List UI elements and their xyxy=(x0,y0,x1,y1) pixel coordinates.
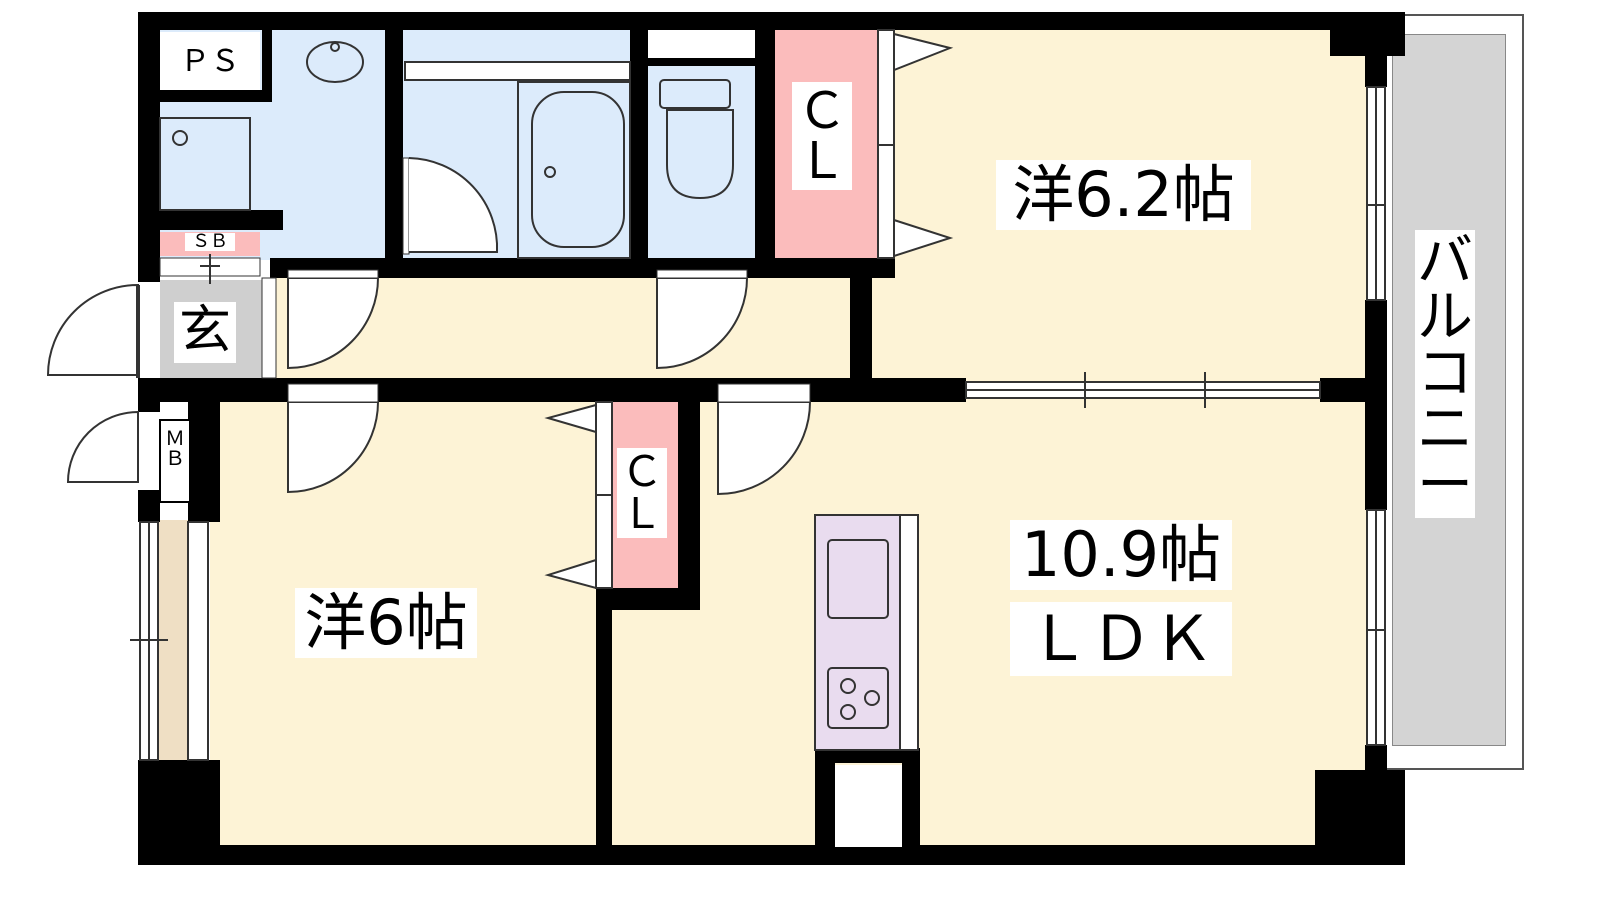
ldk-type-label: ＬＤＫ xyxy=(1010,602,1232,676)
wall-fridge-top xyxy=(815,748,920,763)
western-room-2-label: 洋6帖 xyxy=(295,588,477,658)
wall-right-top xyxy=(1365,12,1387,87)
meter-box-box xyxy=(159,419,191,503)
kitchen-sink-icon xyxy=(827,539,889,619)
meter-box-label: Ｍ Ｂ xyxy=(163,428,187,468)
toilet-tank-icon xyxy=(659,79,731,109)
front-door-swing xyxy=(46,283,139,376)
sink-basin-icon xyxy=(306,41,364,83)
closet-2-label: Ｃ Ｌ xyxy=(617,448,667,538)
wall-closet2-bottom xyxy=(596,588,700,610)
column-bottom-right xyxy=(1315,770,1405,865)
wall-left-upper xyxy=(138,12,160,282)
balcony-label: バ ル コ ニ ー xyxy=(1415,230,1475,518)
bath-door-swing xyxy=(408,157,499,253)
closet-2-label-line1: Ｃ xyxy=(620,447,663,496)
shoe-box-label: ＳＢ xyxy=(185,233,235,251)
closet1-door-lower xyxy=(893,218,954,258)
balcony-char-2: ル xyxy=(1417,285,1473,350)
balcony-char-5: ー xyxy=(1417,453,1473,518)
wall-closet2-right xyxy=(678,395,700,610)
window-recess xyxy=(158,520,188,765)
wall-wash-bath xyxy=(385,30,403,270)
entrance-label: 玄 xyxy=(174,302,236,363)
wall-left-lower xyxy=(138,490,160,522)
closet-1-label: Ｃ Ｌ xyxy=(792,82,852,190)
closet2-door-upper xyxy=(544,403,597,434)
meter-box-label-line1: Ｍ xyxy=(165,426,185,450)
wall-central-right xyxy=(1320,378,1387,402)
wall-washroom-bottom xyxy=(138,210,283,230)
stove-icon xyxy=(827,667,889,729)
western-room-1-label: 洋6.2帖 xyxy=(996,160,1251,230)
closet1-door-upper xyxy=(893,32,954,72)
meter-box-door-swing xyxy=(66,410,139,483)
closet-2-label-line2: Ｌ xyxy=(620,489,663,538)
bathtub-frame xyxy=(517,81,631,259)
wall-fridge-right xyxy=(902,748,920,858)
closet-1-label-line2: Ｌ xyxy=(797,132,847,190)
wall-bath-toilet xyxy=(630,30,648,270)
toilet-bowl-icon xyxy=(666,109,734,200)
closet2-door-lower xyxy=(544,558,597,590)
wall-right-bottom xyxy=(1365,745,1387,865)
column-bottom-left xyxy=(138,760,220,865)
balcony-char-1: バ xyxy=(1417,229,1473,294)
closet-1-label-line1: Ｃ xyxy=(797,82,847,140)
balcony-char-4: ニ xyxy=(1417,397,1473,462)
ldk-door-swing xyxy=(717,401,812,496)
wall-ps-right xyxy=(262,30,272,102)
wall-mb xyxy=(188,402,220,522)
bath-shelf xyxy=(404,61,631,81)
wall-right-mid xyxy=(1365,300,1387,510)
ldk-size-label: 10.9帖 xyxy=(1010,520,1232,590)
wall-toilet-top xyxy=(640,58,760,66)
wall-toilet-closet xyxy=(755,30,775,270)
wall-hallway-end xyxy=(850,268,872,388)
wall-fridge-left xyxy=(815,748,835,858)
fridge-space xyxy=(835,765,902,847)
wall-ps-bottom xyxy=(138,90,263,102)
pipe-space-label: ＰＳ xyxy=(180,44,240,79)
kitchen-counter xyxy=(814,514,901,751)
pipe-space-box xyxy=(160,32,260,90)
wall-central-left xyxy=(138,378,966,402)
balcony-char-3: コ xyxy=(1417,341,1473,406)
wall-bottom xyxy=(138,845,1388,865)
wall-top xyxy=(138,12,1388,30)
toilet-door-swing xyxy=(656,277,749,370)
washroom-door-swing xyxy=(287,277,380,370)
toilet-vent xyxy=(650,34,752,58)
bathtub-icon xyxy=(531,91,625,248)
washing-machine-pan xyxy=(159,117,251,211)
bedroom2-door-swing xyxy=(287,401,380,494)
meter-box-label-line2: Ｂ xyxy=(165,446,185,470)
drain-icon xyxy=(172,130,188,146)
